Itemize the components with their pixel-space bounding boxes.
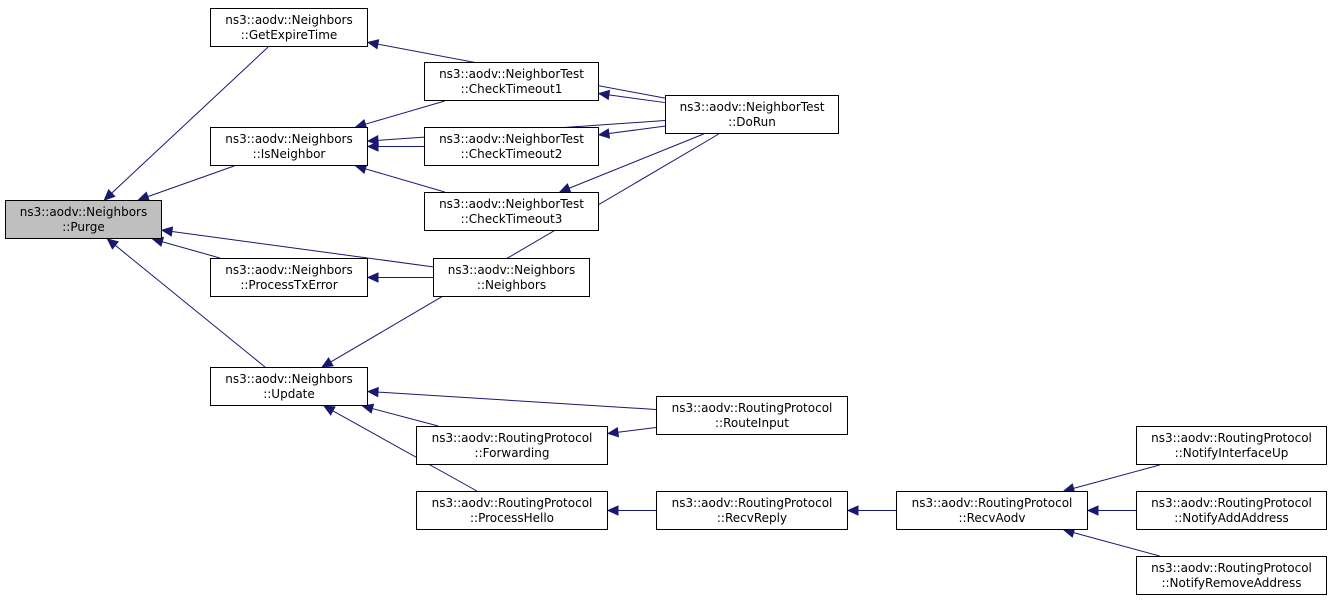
edge-processTxError-to-purge [162, 241, 221, 259]
node-process-hello-line1: ns3::aodv::RoutingProtocol [431, 495, 593, 510]
node-route-input-line1: ns3::aodv::RoutingProtocol [671, 400, 833, 415]
edge-arrowhead-routeInput-to-forwarding [606, 426, 620, 438]
node-route-input[interactable]: ns3::aodv::RoutingProtocol ::RouteInput [656, 396, 848, 435]
node-forwarding-line1: ns3::aodv::RoutingProtocol [431, 430, 593, 445]
edge-arrowhead-doRun-to-update [321, 357, 334, 368]
edge-neighborsCtor-to-purge [171, 230, 434, 268]
edge-arrowhead-forwarding-to-update [361, 403, 375, 414]
edge-arrowhead-recvAodv-to-recvReply [846, 505, 859, 516]
edge-notifyIfUp-to-recvAodv [1073, 464, 1160, 489]
edge-checkTimeout1-to-isNeighbor [365, 100, 445, 125]
node-do-run-line2: ::DoRun [728, 114, 776, 129]
node-is-neighbor-line2: ::IsNeighbor [252, 146, 326, 161]
node-neighbors-ctor[interactable]: ns3::aodv::Neighbors ::Neighbors [433, 258, 590, 297]
node-recv-reply[interactable]: ns3::aodv::RoutingProtocol ::RecvReply [656, 491, 848, 530]
node-purge: ns3::aodv::Neighbors ::Purge [5, 200, 162, 239]
node-forwarding[interactable]: ns3::aodv::RoutingProtocol ::Forwarding [416, 426, 608, 465]
node-get-expire-time-line2: ::GetExpireTime [240, 27, 338, 42]
node-neighbors-ctor-line1: ns3::aodv::Neighbors [447, 262, 576, 277]
node-do-run-line1: ns3::aodv::NeighborTest [679, 99, 825, 114]
edge-arrowhead-doRun-to-getExpireTime [366, 39, 380, 50]
node-get-expire-time-line1: ns3::aodv::Neighbors [225, 12, 353, 27]
node-recv-reply-line2: ::RecvReply [716, 510, 788, 525]
edge-update-to-purge [114, 244, 266, 368]
edge-checkTimeout3-to-isNeighbor [365, 168, 445, 193]
node-notify-add-address[interactable]: ns3::aodv::RoutingProtocol ::NotifyAddAd… [1136, 491, 1327, 530]
edge-arrowhead-getExpireTime-to-purge [103, 188, 116, 201]
edge-arrowhead-routeInput-to-update [366, 386, 379, 398]
edge-arrowhead-notifyAddAddr-to-recvAodv [1086, 505, 1099, 516]
edge-arrowhead-update-to-purge [106, 238, 119, 250]
edge-getExpireTime-to-purge [111, 46, 269, 194]
node-notify-remove-address-line1: ns3::aodv::RoutingProtocol [1151, 560, 1312, 575]
node-route-input-line2: ::RouteInput [715, 415, 789, 430]
node-process-tx-error-line2: ::ProcessTxError [240, 277, 338, 292]
node-check-timeout-1-line1: ns3::aodv::NeighborTest [439, 66, 584, 81]
node-is-neighbor[interactable]: ns3::aodv::Neighbors ::IsNeighbor [210, 127, 368, 166]
node-update-line2: ::Update [263, 386, 315, 401]
node-recv-aodv[interactable]: ns3::aodv::RoutingProtocol ::RecvAodv [896, 491, 1088, 530]
node-notify-remove-address[interactable]: ns3::aodv::RoutingProtocol ::NotifyRemov… [1136, 556, 1327, 595]
node-forwarding-line2: ::Forwarding [474, 445, 550, 460]
node-update-line1: ns3::aodv::Neighbors [225, 371, 353, 386]
edge-arrowhead-doRun-to-checkTimeout1 [597, 89, 611, 101]
node-check-timeout-3-line1: ns3::aodv::NeighborTest [439, 196, 584, 211]
node-notify-add-address-line2: ::NotifyAddAddress [1174, 510, 1289, 525]
node-check-timeout-2-line2: ::CheckTimeout2 [460, 146, 563, 161]
edge-doRun-to-update [330, 133, 720, 363]
edge-doRun-to-checkTimeout3 [568, 133, 704, 189]
edge-arrowhead-processHello-to-update [323, 405, 336, 416]
node-check-timeout-3[interactable]: ns3::aodv::NeighborTest ::CheckTimeout3 [424, 192, 599, 231]
edge-forwarding-to-update [372, 408, 439, 427]
node-process-tx-error[interactable]: ns3::aodv::Neighbors ::ProcessTxError [210, 258, 368, 297]
node-notify-interface-up-line1: ns3::aodv::RoutingProtocol [1151, 430, 1312, 445]
node-do-run[interactable]: ns3::aodv::NeighborTest ::DoRun [665, 95, 839, 134]
node-process-hello-line2: ::ProcessHello [469, 510, 555, 525]
edge-doRun-to-checkTimeout2 [608, 125, 666, 135]
node-check-timeout-1-line2: ::CheckTimeout1 [460, 81, 563, 96]
edge-arrowhead-recvReply-to-processHello [606, 505, 619, 516]
node-process-tx-error-line1: ns3::aodv::Neighbors [225, 262, 353, 277]
edge-routeInput-to-forwarding [617, 427, 657, 433]
edge-arrowhead-neighborsCtor-to-processTxError [366, 272, 379, 283]
edge-routeInput-to-update [377, 391, 657, 410]
node-recv-reply-line1: ns3::aodv::RoutingProtocol [671, 495, 833, 510]
node-purge-line2: ::Purge [62, 219, 105, 234]
edge-arrowhead-neighborsCtor-to-purge [160, 226, 174, 237]
edge-arrowhead-checkTimeout2-to-isNeighbor [366, 141, 379, 152]
node-check-timeout-1[interactable]: ns3::aodv::NeighborTest ::CheckTimeout1 [424, 62, 599, 101]
edge-isNeighbor-to-purge [147, 165, 235, 198]
node-purge-line1: ns3::aodv::Neighbors [19, 204, 148, 219]
node-notify-interface-up[interactable]: ns3::aodv::RoutingProtocol ::NotifyInter… [1136, 426, 1327, 465]
edge-processHello-to-update [332, 410, 478, 492]
node-recv-aodv-line2: ::RecvAodv [958, 510, 1026, 525]
node-is-neighbor-line1: ns3::aodv::Neighbors [225, 131, 353, 146]
edge-doRun-to-checkTimeout1 [608, 94, 666, 104]
node-neighbors-ctor-line2: ::Neighbors [476, 277, 547, 292]
node-check-timeout-2[interactable]: ns3::aodv::NeighborTest ::CheckTimeout2 [424, 127, 599, 166]
node-get-expire-time[interactable]: ns3::aodv::Neighbors ::GetExpireTime [210, 8, 368, 47]
edge-arrowhead-doRun-to-checkTimeout2 [597, 128, 611, 139]
node-notify-add-address-line1: ns3::aodv::RoutingProtocol [1151, 495, 1312, 510]
node-update[interactable]: ns3::aodv::Neighbors ::Update [210, 367, 368, 406]
node-notify-remove-address-line2: ::NotifyRemoveAddress [1161, 575, 1302, 590]
node-check-timeout-3-line2: ::CheckTimeout3 [460, 211, 563, 226]
node-notify-interface-up-line2: ::NotifyInterfaceUp [1174, 445, 1289, 460]
node-check-timeout-2-line1: ns3::aodv::NeighborTest [439, 131, 584, 146]
node-recv-aodv-line1: ns3::aodv::RoutingProtocol [911, 495, 1073, 510]
node-process-hello[interactable]: ns3::aodv::RoutingProtocol ::ProcessHell… [416, 491, 608, 530]
edge-notifyRemoveAddr-to-recvAodv [1073, 532, 1160, 557]
